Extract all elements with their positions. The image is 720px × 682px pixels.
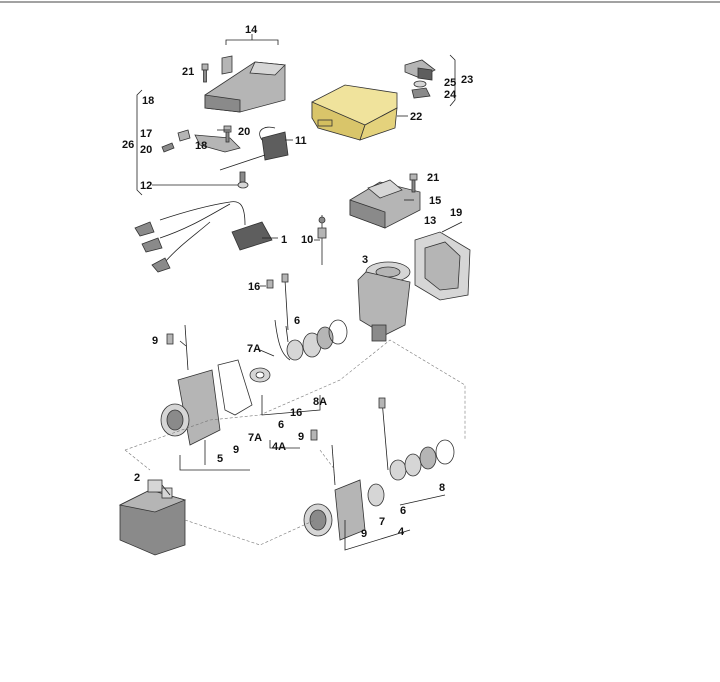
part-25-cover[interactable]	[404, 59, 436, 81]
label-21-top: 21	[182, 66, 194, 78]
label-3: 3	[362, 254, 368, 266]
label-2: 2	[134, 472, 140, 484]
part-22-control-unit[interactable]	[311, 84, 398, 141]
part-2-heater[interactable]	[118, 479, 187, 556]
part-12-fixing[interactable]	[237, 171, 249, 189]
part-9-gasket-left[interactable]	[217, 359, 253, 416]
label-14: 14	[245, 24, 258, 36]
label-16-mid: 16	[290, 407, 302, 419]
part-13-housing[interactable]	[414, 231, 471, 301]
label-19: 19	[450, 207, 462, 219]
label-7A-upper: 7A	[247, 343, 261, 355]
label-1: 1	[281, 234, 287, 246]
part-20-bolt-left[interactable]	[161, 142, 175, 153]
label-8A: 8A	[313, 396, 327, 408]
part-9-screw-left[interactable]	[166, 333, 174, 345]
part-7-washer[interactable]	[367, 483, 385, 507]
part-6-sensor-upper[interactable]	[274, 273, 304, 361]
part-24-washer[interactable]	[411, 80, 431, 99]
part-4-exchanger[interactable]	[303, 444, 366, 541]
label-4A: 4A	[272, 441, 286, 453]
label-22: 22	[410, 111, 422, 123]
label-15: 15	[429, 195, 441, 207]
label-21-right: 21	[427, 172, 439, 184]
label-20-left: 20	[140, 144, 152, 156]
label-5: 5	[217, 453, 223, 465]
label-6-lower: 6	[400, 505, 406, 517]
part-16-small-clip-top[interactable]	[266, 279, 274, 289]
label-7A-mid: 7A	[248, 432, 262, 444]
part-17-clip[interactable]	[177, 129, 191, 142]
label-9-mid: 9	[298, 431, 304, 443]
part-7A-washer-upper[interactable]	[249, 367, 271, 383]
label-11: 11	[295, 135, 307, 147]
label-6-upper: 6	[294, 315, 300, 327]
part-3-pump[interactable]	[357, 261, 411, 342]
part-5-exchanger[interactable]	[160, 324, 221, 446]
part-10-sensor[interactable]	[317, 215, 327, 265]
part-20-bolt-mid[interactable]	[223, 125, 232, 143]
label-9-left: 9	[152, 335, 158, 347]
part-8A-rings[interactable]	[302, 319, 348, 358]
label-24: 24	[444, 89, 457, 101]
label-25: 25	[444, 77, 456, 89]
part-11-sensor[interactable]	[219, 126, 289, 171]
label-7: 7	[379, 516, 385, 528]
label-6-mid: 6	[278, 419, 284, 431]
label-23: 23	[461, 74, 473, 86]
part-14-housing[interactable]	[204, 55, 286, 113]
label-8: 8	[439, 482, 445, 494]
label-26: 26	[122, 139, 134, 151]
label-9-low: 9	[361, 528, 367, 540]
part-15-module[interactable]	[349, 179, 421, 229]
label-13: 13	[424, 215, 436, 227]
label-16-top: 16	[248, 281, 260, 293]
part-1-wiring-harness[interactable]	[134, 201, 273, 273]
label-18-mid: 18	[195, 140, 207, 152]
part-8-rings[interactable]	[404, 439, 455, 477]
part-21-bolt-top[interactable]	[201, 63, 209, 83]
label-12: 12	[140, 180, 152, 192]
label-10: 10	[301, 234, 313, 246]
label-18-top: 18	[142, 95, 154, 107]
part-9-screw-mid[interactable]	[310, 429, 318, 441]
label-17: 17	[140, 128, 152, 140]
label-20-mid: 20	[238, 126, 250, 138]
part-6-sensor-lower[interactable]	[378, 397, 407, 481]
part-21-bolt-right[interactable]	[409, 173, 418, 193]
label-9-lowleft: 9	[233, 444, 239, 456]
part-19-screw[interactable]	[441, 221, 463, 233]
label-4: 4	[398, 526, 405, 538]
